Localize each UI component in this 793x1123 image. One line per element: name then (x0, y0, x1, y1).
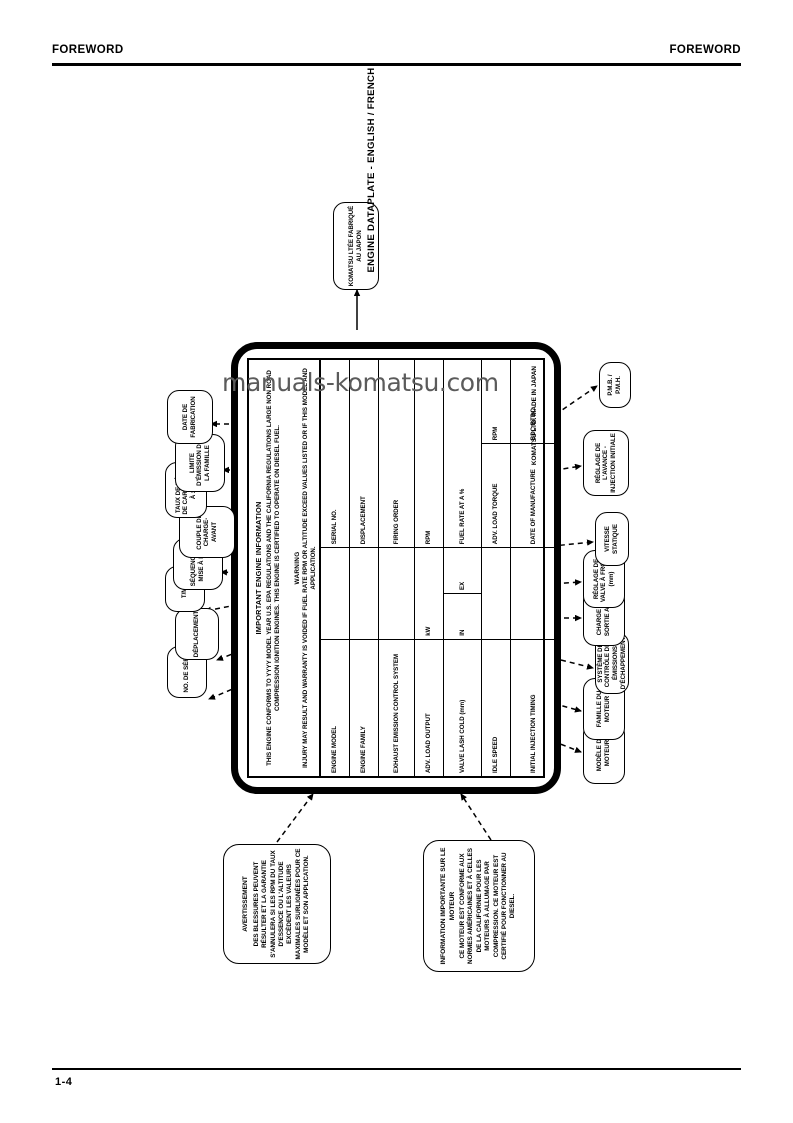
row-right-label: ADV. LOAD TORQUE (482, 443, 510, 548)
table-row: ENGINE MODEL SERIAL NO. (321, 360, 350, 776)
row-label: ADV. LOAD OUTPUT (415, 638, 443, 776)
dataplate-border: IMPORTANT ENGINE INFORMATION THIS ENGINE… (247, 358, 557, 778)
row-label: ENGINE FAMILY (350, 638, 378, 776)
table-row: EXHAUST EMISSION CONTROL SYSTEM FIRING O… (379, 360, 415, 776)
manufacturer-mark: KOMATSU LTD. MADE IN JAPAN (531, 366, 538, 466)
engine-dataplate-figure: IMPORTANT ENGINE INFORMATION THIS ENGINE… (161, 67, 631, 990)
callout-displacement: DÉPLACEMENT (175, 608, 219, 660)
row-mid (379, 547, 414, 639)
callout-information-title: INFORMATION IMPORTANTE SUR LE MOTEUR (440, 847, 456, 965)
callout-injection-timing: RÉGLAGE DE L'AVANCE - INJECTION INITIALE (583, 430, 629, 496)
row-label: INITIAL INJECTION TIMING (511, 638, 557, 776)
row-mid (350, 547, 378, 639)
footer-rule (52, 1068, 741, 1070)
callout-avertissement: AVERTISSEMENT DES BLESSURES PEUVENT RÉSU… (223, 844, 331, 964)
row-label: ENGINE MODEL (321, 638, 349, 776)
row-label: VALVE LASH COLD (mm) (444, 638, 481, 776)
callout-avertissement-body: DES BLESSURES PEUVENT RÉSULTER ET LA GAR… (252, 848, 311, 960)
page-header-left: FOREWORD (52, 44, 124, 56)
row-mid (321, 547, 349, 639)
callout-bdc-tdc: P.M.B. / P.M.H. (599, 362, 631, 408)
table-row: ADV. LOAD OUTPUT kW RPM (415, 360, 444, 776)
callout-idle-speed: VITESSE STATIQUE (595, 512, 629, 566)
row-label: EXHAUST EMISSION CONTROL SYSTEM (379, 638, 414, 776)
page-header-right: FOREWORD (669, 44, 741, 56)
header-rule (52, 63, 741, 66)
row-mid: IN (444, 592, 481, 639)
table-row: VALVE LASH COLD (mm) IN EX FUEL RATE AT … (444, 360, 482, 776)
engine-dataplate: IMPORTANT ENGINE INFORMATION THIS ENGINE… (231, 342, 561, 794)
row-label: IDLE SPEED (482, 638, 510, 776)
dataplate-warning-title: WARNING (294, 551, 301, 585)
row-mid (482, 547, 510, 639)
callout-avertissement-title: AVERTISSEMENT (242, 876, 250, 932)
table-row: IDLE SPEED ADV. LOAD TORQUE RPM (482, 360, 511, 776)
dataplate-body: THIS ENGINE CONFORMS TO YYYY MODEL YEAR … (266, 370, 282, 766)
row-mid-2: EX (444, 547, 481, 593)
row-mid: kW (415, 547, 443, 639)
table-row: ENGINE FAMILY DISPLACEMENT (350, 360, 379, 776)
callout-date-of-manufacture: DATE DE FABRICATION (167, 390, 213, 444)
dataplate-warning-body: INJURY MAY RESULT AND WARRANTY IS VOIDED… (302, 368, 318, 768)
callout-information-body: CE MOTEUR EST CONFORME AUX NORMES AMÉRIC… (458, 848, 517, 964)
page-number: 1-4 (55, 1076, 73, 1088)
dataplate-spec-table: ENGINE MODEL SERIAL NO. ENGINE FAMILY DI… (321, 360, 557, 776)
figure-caption: ENGINE DATAPLATE - ENGLISH / FRENCH (366, 67, 377, 273)
row-mid (511, 547, 557, 639)
dataplate-title: IMPORTANT ENGINE INFORMATION (254, 501, 263, 635)
watermark: manuals-komatsu.com (222, 368, 499, 397)
callout-information-importante: INFORMATION IMPORTANTE SUR LE MOTEUR CE … (423, 840, 535, 972)
